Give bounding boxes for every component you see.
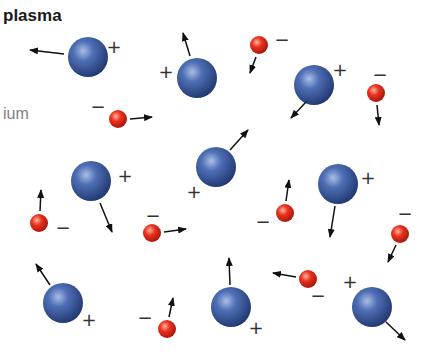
charge-sign: +: [117, 167, 132, 185]
velocity-arrow: [169, 298, 173, 317]
positive-ion: [71, 161, 111, 201]
velocity-arrow: [164, 229, 186, 232]
velocity-arrow: [250, 57, 256, 73]
electron: [109, 110, 127, 128]
positive-ion: [211, 287, 251, 327]
charge-sign: −: [372, 66, 387, 84]
charge-sign: −: [55, 219, 70, 237]
velocity-arrow: [330, 206, 335, 237]
charge-sign: −: [397, 205, 412, 223]
velocity-arrow: [229, 258, 230, 285]
electron: [250, 36, 268, 54]
charge-sign: +: [106, 38, 121, 56]
positive-ion: [68, 37, 108, 77]
velocity-arrow: [286, 180, 289, 201]
charge-sign: −: [274, 31, 289, 49]
charge-sign: −: [310, 287, 325, 305]
charge-sign: +: [158, 63, 173, 81]
velocity-arrow: [291, 102, 306, 118]
charge-sign: −: [137, 309, 152, 327]
electron: [143, 224, 161, 242]
charge-sign: −: [145, 207, 160, 225]
velocity-arrow: [388, 245, 396, 262]
velocity-arrow: [273, 273, 296, 277]
electron: [299, 270, 317, 288]
electron: [158, 320, 176, 338]
charge-sign: +: [360, 169, 375, 187]
charge-sign: −: [255, 213, 270, 231]
positive-ion: [43, 283, 83, 323]
velocity-arrow: [183, 33, 190, 56]
velocity-arrow: [36, 264, 50, 285]
velocity-arrow: [40, 190, 41, 211]
charge-sign: +: [81, 311, 96, 329]
positive-ion: [196, 147, 236, 187]
partial-word: ium: [3, 106, 29, 122]
velocity-arrow: [130, 117, 152, 119]
figure-title: plasma: [3, 7, 62, 24]
charge-sign: +: [342, 273, 357, 291]
charge-sign: +: [332, 61, 347, 79]
charge-sign: +: [186, 183, 201, 201]
positive-ion: [177, 58, 217, 98]
velocity-arrow: [377, 105, 379, 125]
velocity-arrow: [30, 50, 64, 54]
charge-sign: +: [248, 319, 263, 337]
charge-sign: −: [90, 98, 105, 116]
electron: [367, 84, 385, 102]
electron: [391, 225, 409, 243]
electron-group: [30, 36, 409, 338]
positive-ion: [318, 164, 358, 204]
positive-ion: [352, 287, 392, 327]
electron: [276, 204, 294, 222]
positive-ion: [294, 65, 334, 105]
electron: [30, 214, 48, 232]
velocity-arrow: [100, 203, 112, 232]
velocity-arrow: [386, 322, 405, 340]
velocity-arrows: [30, 33, 405, 340]
ion-group: [43, 37, 392, 327]
velocity-arrow: [230, 130, 248, 150]
